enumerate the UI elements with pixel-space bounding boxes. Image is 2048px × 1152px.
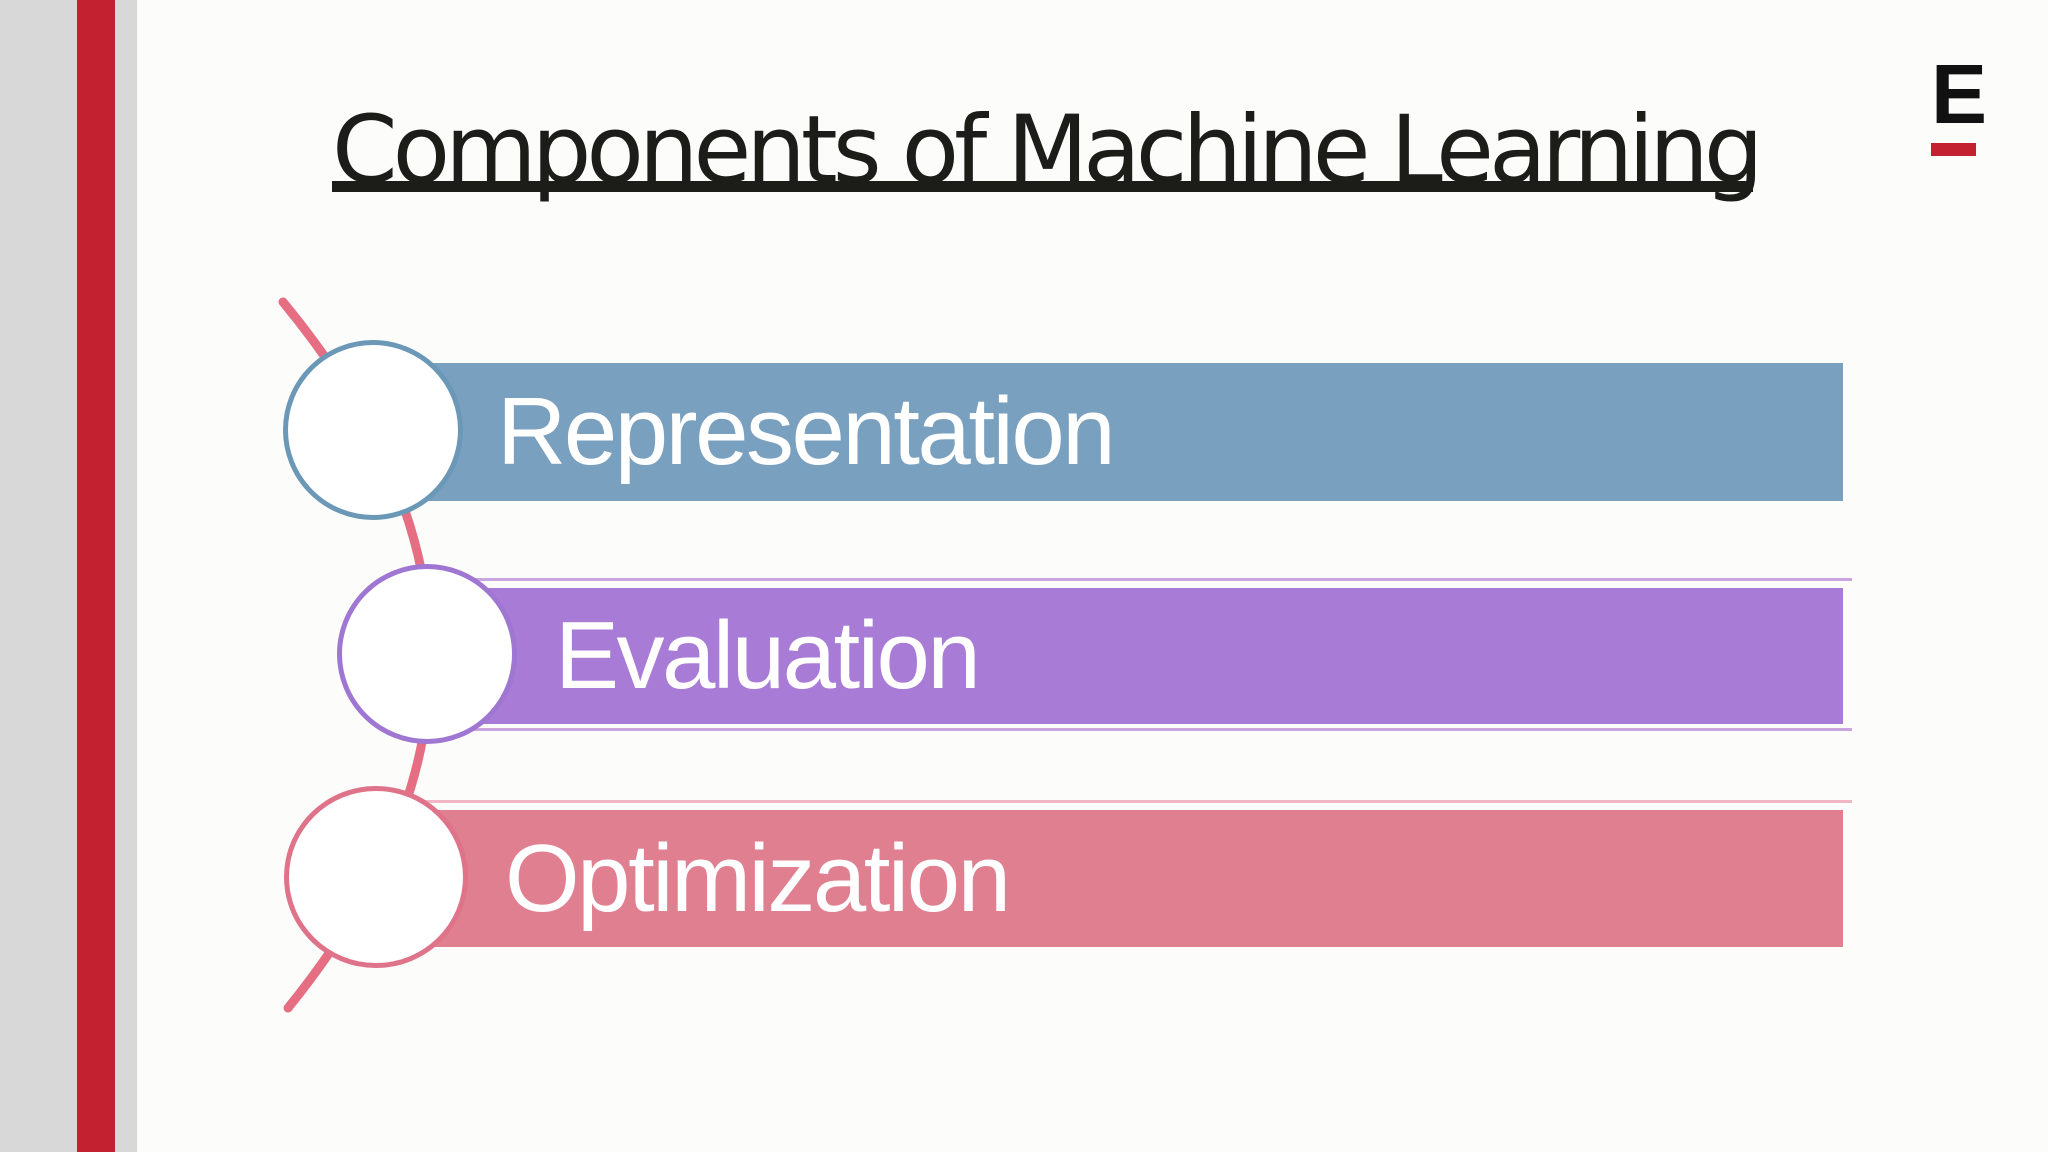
node-circle-representation <box>283 340 463 520</box>
hairline-above-evaluation <box>450 578 1852 581</box>
left-gray-stripe-inner <box>115 0 137 1152</box>
list-bar-evaluation: Evaluation <box>427 588 1843 724</box>
logo-letter: E <box>1930 47 1987 141</box>
list-bar-representation: Representation <box>373 363 1843 501</box>
list-bar-optimization: Optimization <box>376 810 1843 947</box>
brand-logo: E <box>1928 47 1988 156</box>
logo-red-underline <box>1931 143 1976 156</box>
list-bar-label: Representation <box>497 378 1116 485</box>
slide-title-underline <box>332 181 1753 192</box>
node-circle-evaluation <box>337 564 517 744</box>
node-circle-optimization <box>284 786 468 968</box>
list-bar-label: Optimization <box>505 824 1011 932</box>
hairline-above-optimization <box>400 800 1852 803</box>
left-gray-stripe-outer <box>0 0 77 1152</box>
hairline-below-evaluation <box>450 728 1852 731</box>
list-bar-label: Evaluation <box>555 602 981 709</box>
left-red-accent-stripe <box>77 0 115 1152</box>
